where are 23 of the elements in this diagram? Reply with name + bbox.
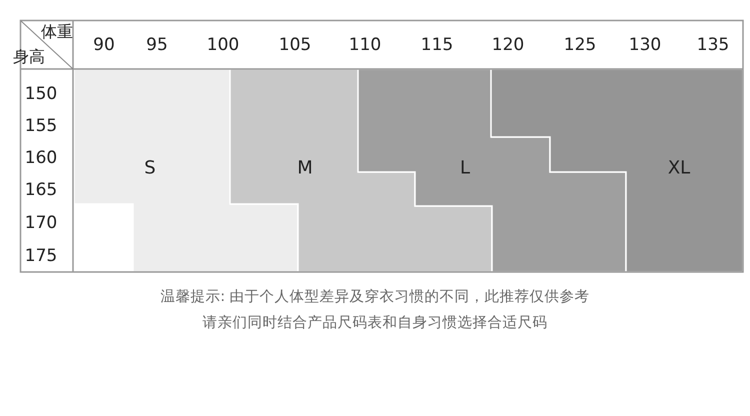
weight-label: 135: [696, 35, 730, 55]
height-label: 150: [24, 84, 58, 104]
size-region: XL: [491, 69, 743, 272]
weight-label: 105: [278, 35, 312, 55]
size-region: L: [358, 69, 626, 272]
weight-label: 90: [93, 35, 115, 55]
header-label: 体重: [41, 22, 73, 42]
note-text: 温馨提示: 由于个人体型差异及穿衣习惯的不同，此推荐仅供参考: [160, 288, 590, 307]
weight-label: 110: [348, 35, 382, 55]
header-label: 身高: [13, 47, 45, 67]
note-text: 请亲们同时结合产品尺码表和自身习惯选择合适尺码: [202, 314, 548, 333]
weight-label: 100: [206, 35, 240, 55]
height-label: 160: [24, 148, 58, 168]
weight-label: 130: [628, 35, 662, 55]
height-label: 155: [24, 116, 58, 136]
weight-label: 95: [146, 35, 168, 55]
size-region: S: [74, 69, 298, 272]
weight-label: 125: [564, 35, 596, 55]
height-label: 170: [24, 213, 58, 233]
weight-label: 120: [492, 35, 524, 55]
height-label: 175: [24, 246, 58, 266]
height-label: 165: [24, 180, 58, 200]
weight-label: 115: [420, 35, 454, 55]
